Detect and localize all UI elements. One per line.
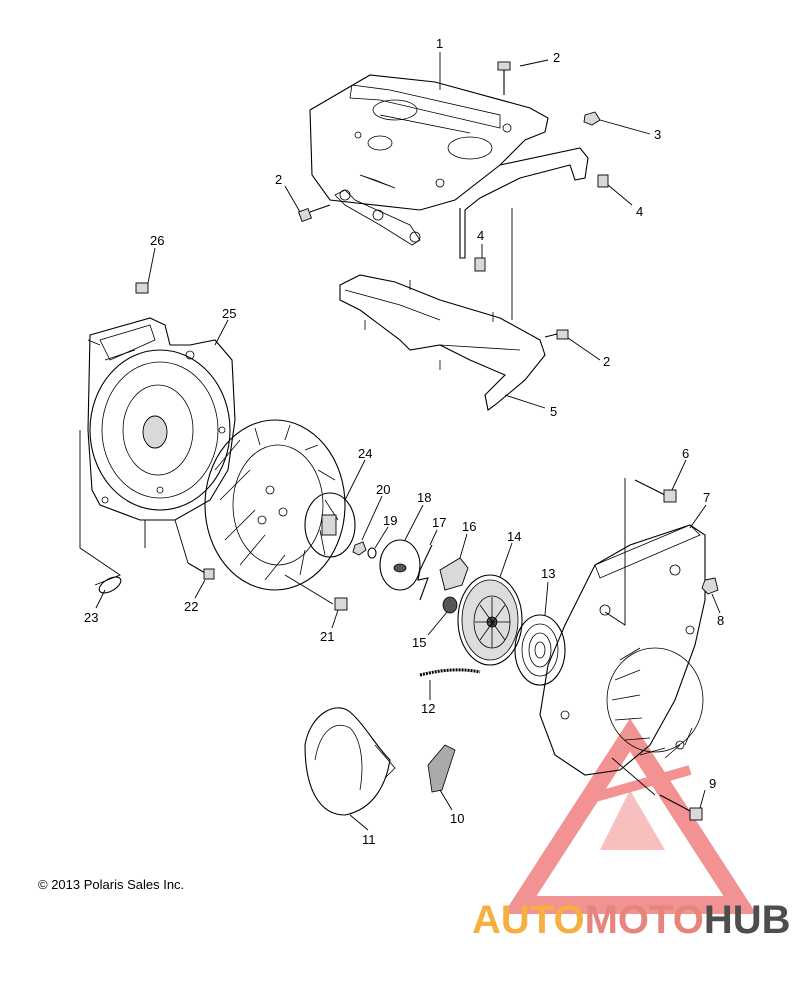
callout-2-mid: 2 [603,354,610,369]
callout-3: 3 [654,127,661,142]
callout-5: 5 [550,404,557,419]
callout-22: 22 [184,599,198,614]
bolt-22-part [187,562,215,580]
cap-11-part [304,707,396,816]
recoil-housing-7-part [539,524,706,776]
watermark-hub: HUB [703,898,791,942]
grommet-4-left-part [474,257,486,272]
plate-18-part [379,539,421,591]
callout-4-left: 4 [477,228,484,243]
grommet-4-right-part [597,174,609,188]
o-ring-23-part [98,576,122,594]
recoil-spring-13-part [514,614,566,686]
watermark-logo-text: AUTOMOTOHUB [472,898,791,943]
callout-14: 14 [507,529,521,544]
recoil-pulley-14-part [457,574,523,666]
callout-17: 17 [432,515,446,530]
watermark-moto: MOTO [584,898,704,942]
bolt-9-part [659,794,703,821]
callout-8: 8 [717,613,724,628]
callout-6: 6 [682,446,689,461]
callout-11: 11 [362,832,376,847]
pin-26-part [135,282,149,294]
callout-13: 13 [541,566,555,581]
engine-top-cover-part [309,74,589,259]
bolt-left-part [298,204,331,222]
callout-26: 26 [150,233,164,248]
callout-10: 10 [450,811,464,826]
callout-2-left: 2 [275,172,282,187]
callout-12: 12 [421,701,435,716]
callout-2-top: 2 [553,50,560,65]
callout-1: 1 [436,36,443,51]
flywheel-fan-24-part [204,419,356,591]
callout-20: 20 [376,482,390,497]
callout-9: 9 [709,776,716,791]
watermark-triangle-logo [503,718,757,914]
air-shroud-5-part [339,274,546,411]
leader-lines [79,52,721,831]
bolt-6-part [634,479,677,503]
callout-18: 18 [417,490,431,505]
bolt-right-mid-part [544,329,569,340]
washer-19-part [367,547,377,559]
nut-20-part [352,541,367,556]
callout-24: 24 [358,446,372,461]
spring-17-part [417,544,433,601]
nut-3-part [583,111,601,126]
callout-21: 21 [320,629,334,644]
watermark-auto: AUTO [472,898,585,942]
callout-4-right: 4 [636,204,643,219]
callout-7: 7 [703,490,710,505]
bushing-15-part [442,596,458,614]
callout-25: 25 [222,306,236,321]
callout-16: 16 [462,519,476,534]
callout-15: 15 [412,635,426,650]
callout-labels: 1 2 3 2 4 4 26 25 2 5 24 20 18 19 17 16 … [84,36,724,847]
bolt-top-right-part [497,61,511,95]
bolt-21-part [334,597,348,611]
starter-rope-12-part [419,668,481,677]
handle-10-part [427,744,456,793]
callout-23: 23 [84,610,98,625]
nut-8-part [701,577,719,595]
pawl-16-part [439,557,469,591]
callout-19: 19 [383,513,397,528]
fan-housing-25-part [87,317,236,521]
copyright-notice: © 2013 Polaris Sales Inc. [38,877,185,892]
